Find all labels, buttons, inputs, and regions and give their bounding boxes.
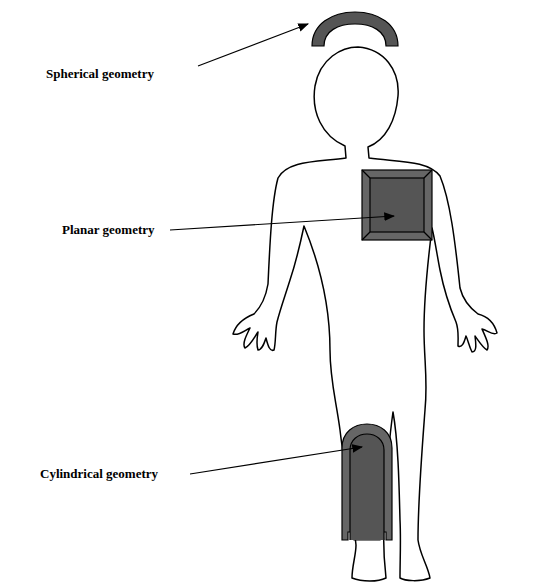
callout-label: Spherical geometry xyxy=(46,66,154,82)
callout-label: Cylindrical geometry xyxy=(40,466,158,482)
cylindrical-sleeve xyxy=(342,424,392,540)
leader-arrow xyxy=(198,24,308,66)
leader-arrow xyxy=(190,447,362,474)
planar-pad xyxy=(362,170,432,240)
spherical-cap xyxy=(312,12,398,46)
callout-label: Planar geometry xyxy=(62,222,155,238)
leader-arrow xyxy=(170,216,394,230)
body-outline xyxy=(233,47,497,581)
